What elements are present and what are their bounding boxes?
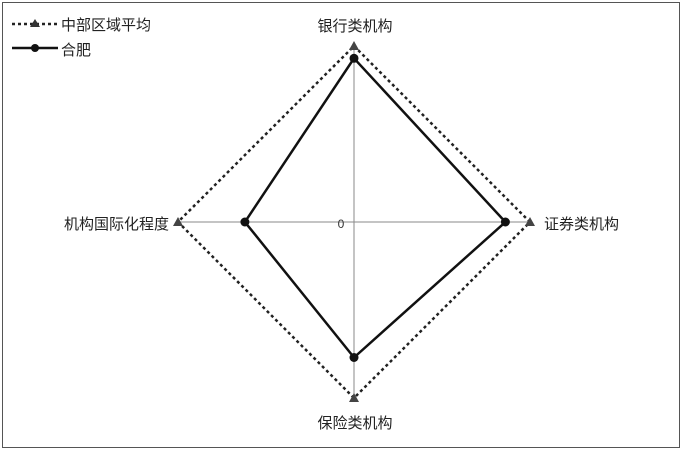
category-label-bank: 银行类机构 <box>317 17 392 35</box>
series-1-point-bank <box>349 53 359 63</box>
series-line-1 <box>243 56 508 360</box>
legend: 中部区域平均 合肥 <box>12 16 151 59</box>
legend-label-hefei: 合肥 <box>61 41 91 59</box>
series-layer <box>173 41 535 402</box>
category-label-securities: 证券类机构 <box>544 215 619 233</box>
series-1-point-internationalization <box>240 217 250 227</box>
center-tick-label: 0 <box>338 217 345 231</box>
legend-item-central-average: 中部区域平均 <box>12 16 151 34</box>
series-1-point-securities <box>500 217 510 227</box>
series-1-point-insurance <box>349 353 359 362</box>
series-0-point-bank <box>349 41 359 50</box>
series-0-point-internationalization <box>173 217 183 226</box>
legend-item-hefei: 合肥 <box>12 41 91 59</box>
legend-label-central-average: 中部区域平均 <box>61 16 151 34</box>
series-line-0 <box>176 44 532 400</box>
series-0-point-insurance <box>349 393 359 402</box>
category-label-insurance: 保险类机构 <box>317 414 392 432</box>
legend-marker-triangle <box>30 19 40 27</box>
series-0-point-securities <box>525 217 535 226</box>
radar-axes <box>178 46 530 398</box>
legend-marker-circle <box>31 44 39 52</box>
category-label-internationalization: 机构国际化程度 <box>64 215 169 233</box>
